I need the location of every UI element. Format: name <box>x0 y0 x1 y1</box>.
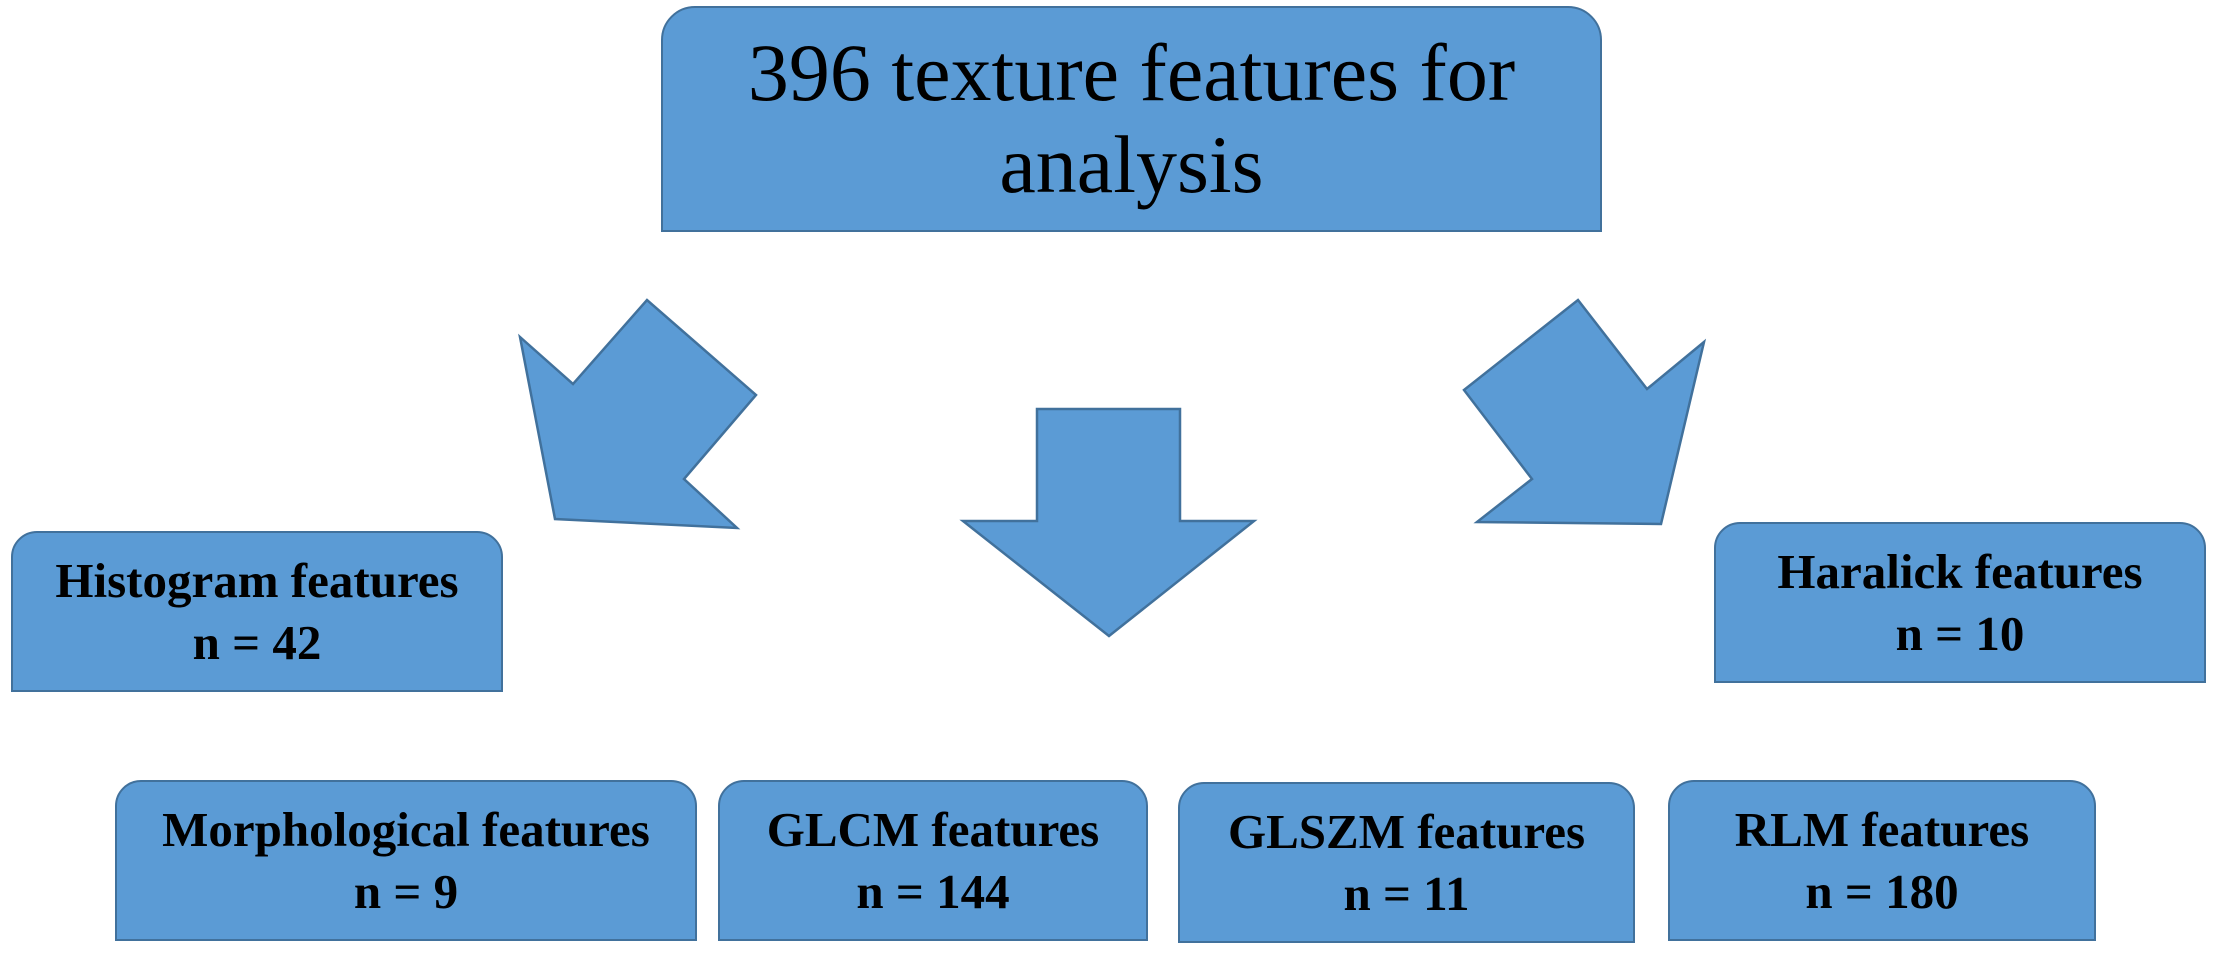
glcm-features-node: GLCM features n = 144 <box>718 780 1148 941</box>
root-title-line-1: 396 texture features for <box>747 27 1516 118</box>
glszm-features-label: GLSZM features <box>1227 803 1586 859</box>
arrow-down-right <box>1462 298 1707 526</box>
arrow-down-center <box>959 407 1258 638</box>
haralick-features-node: Haralick features n = 10 <box>1714 522 2206 683</box>
root-title-line-2: analysis <box>999 119 1264 210</box>
histogram-features-node: Histogram features n = 42 <box>11 531 503 692</box>
glcm-features-label: GLCM features <box>766 801 1100 857</box>
glcm-features-count: n = 144 <box>856 863 1010 919</box>
morphological-features-node: Morphological features n = 9 <box>115 780 697 941</box>
haralick-features-label: Haralick features <box>1777 543 2143 599</box>
glszm-features-node: GLSZM features n = 11 <box>1178 782 1635 943</box>
rlm-features-node: RLM features n = 180 <box>1668 780 2096 941</box>
morphological-features-label: Morphological features <box>162 801 650 857</box>
rlm-features-count: n = 180 <box>1805 863 1959 919</box>
haralick-features-count: n = 10 <box>1895 605 2025 661</box>
rlm-features-label: RLM features <box>1734 801 2030 857</box>
histogram-features-label: Histogram features <box>55 552 459 608</box>
histogram-features-count: n = 42 <box>192 614 322 670</box>
root-node: 396 texture features for analysis <box>661 6 1602 232</box>
morphological-features-count: n = 9 <box>353 863 459 919</box>
arrow-down-left <box>518 298 758 530</box>
glszm-features-count: n = 11 <box>1343 865 1470 921</box>
